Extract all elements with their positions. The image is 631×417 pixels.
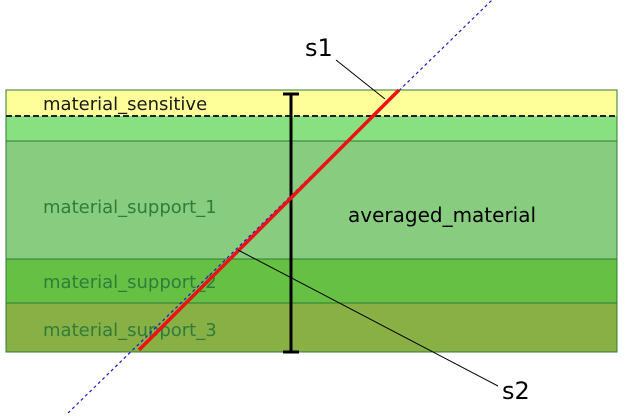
thickness-bar [283, 92, 299, 354]
layer-thin [6, 116, 617, 141]
label-s2: s2 [502, 377, 530, 405]
layer-support-2 [6, 259, 617, 303]
layer-stack [5, 89, 618, 353]
label-s1: s1 [305, 34, 333, 62]
track-line-full [67, 0, 493, 414]
layer-support-3 [6, 303, 617, 352]
track-segment-inside [137, 88, 401, 352]
label-averaged-material: averaged_material [348, 203, 536, 227]
label-material-sensitive: material_sensitive [43, 94, 207, 115]
label-material-support-3: material_support_3 [43, 320, 217, 341]
pointer-s1 [335, 59, 386, 100]
layer-support-1 [6, 141, 617, 259]
pointer-s2 [237, 249, 499, 387]
layer-sensitive [6, 90, 617, 116]
stack-outline [5, 89, 618, 353]
label-material-support-2: material_support_2 [43, 272, 217, 293]
label-material-support-1: material_support_1 [43, 197, 217, 218]
